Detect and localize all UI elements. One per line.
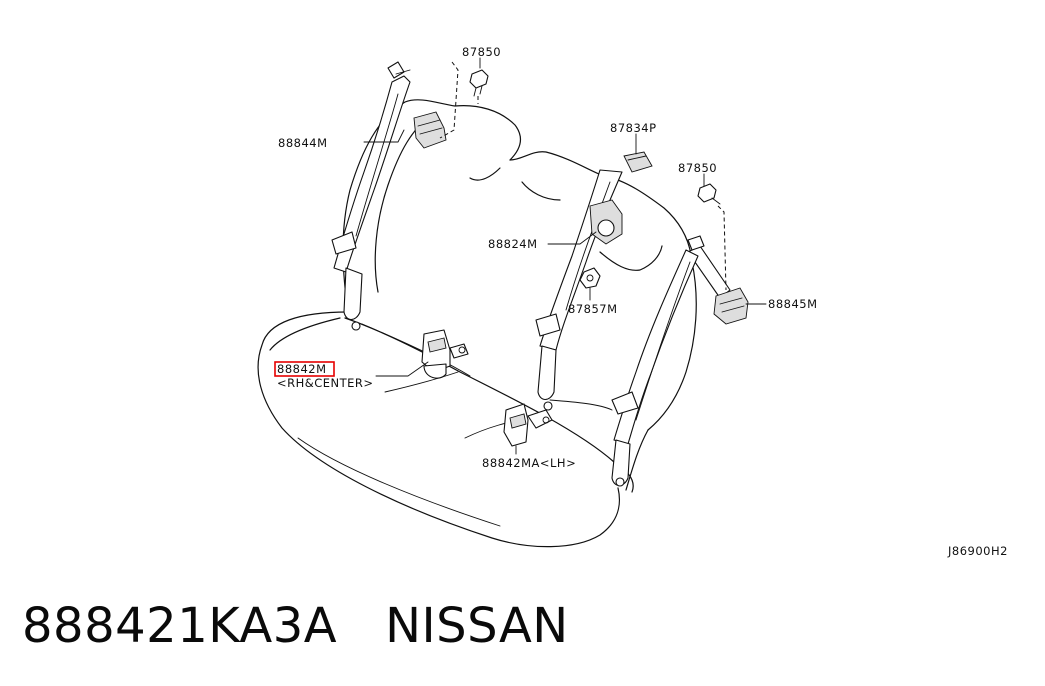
- brand-name: NISSAN: [385, 598, 569, 654]
- label-88842MA: 88842MA<LH>: [482, 456, 576, 470]
- seat-belt-parts-diagram: 87850 88844M 87834P 87850 88824M 87857M …: [257, 45, 1008, 558]
- label-87850-right: 87850: [678, 161, 717, 175]
- buckle-88842M: [421, 329, 469, 379]
- label-88845M: 88845M: [768, 297, 818, 311]
- part-number: 888421KA3A: [22, 598, 338, 654]
- belt-88845M: [611, 235, 749, 487]
- bolt-87850-right: [697, 183, 727, 291]
- belt-88824M: [535, 151, 653, 411]
- label-88824M: 88824M: [488, 237, 538, 251]
- leader-lines: [363, 57, 767, 455]
- part-labels: 87850 88844M 87834P 87850 88824M 87857M …: [274, 45, 1008, 558]
- label-87834P: 87834P: [610, 121, 657, 135]
- label-88842M-note: <RH&CENTER>: [277, 376, 374, 390]
- part-caption: 888421KA3A NISSAN: [22, 598, 569, 654]
- belt-88844M: [331, 61, 447, 331]
- highlight-box-88842M: [274, 361, 335, 377]
- label-87850-top: 87850: [462, 45, 501, 59]
- buckle-88842MA: [503, 403, 553, 447]
- bolt-87850-top: [439, 61, 489, 139]
- seat-back: [342, 99, 697, 493]
- label-88844M: 88844M: [278, 136, 328, 150]
- seat-cushion: [257, 311, 621, 548]
- drawing-code: J86900H2: [947, 544, 1008, 558]
- label-88842M: 88842M: [277, 362, 327, 376]
- part-87834P-cover: [623, 151, 653, 173]
- label-87857M: 87857M: [568, 302, 618, 316]
